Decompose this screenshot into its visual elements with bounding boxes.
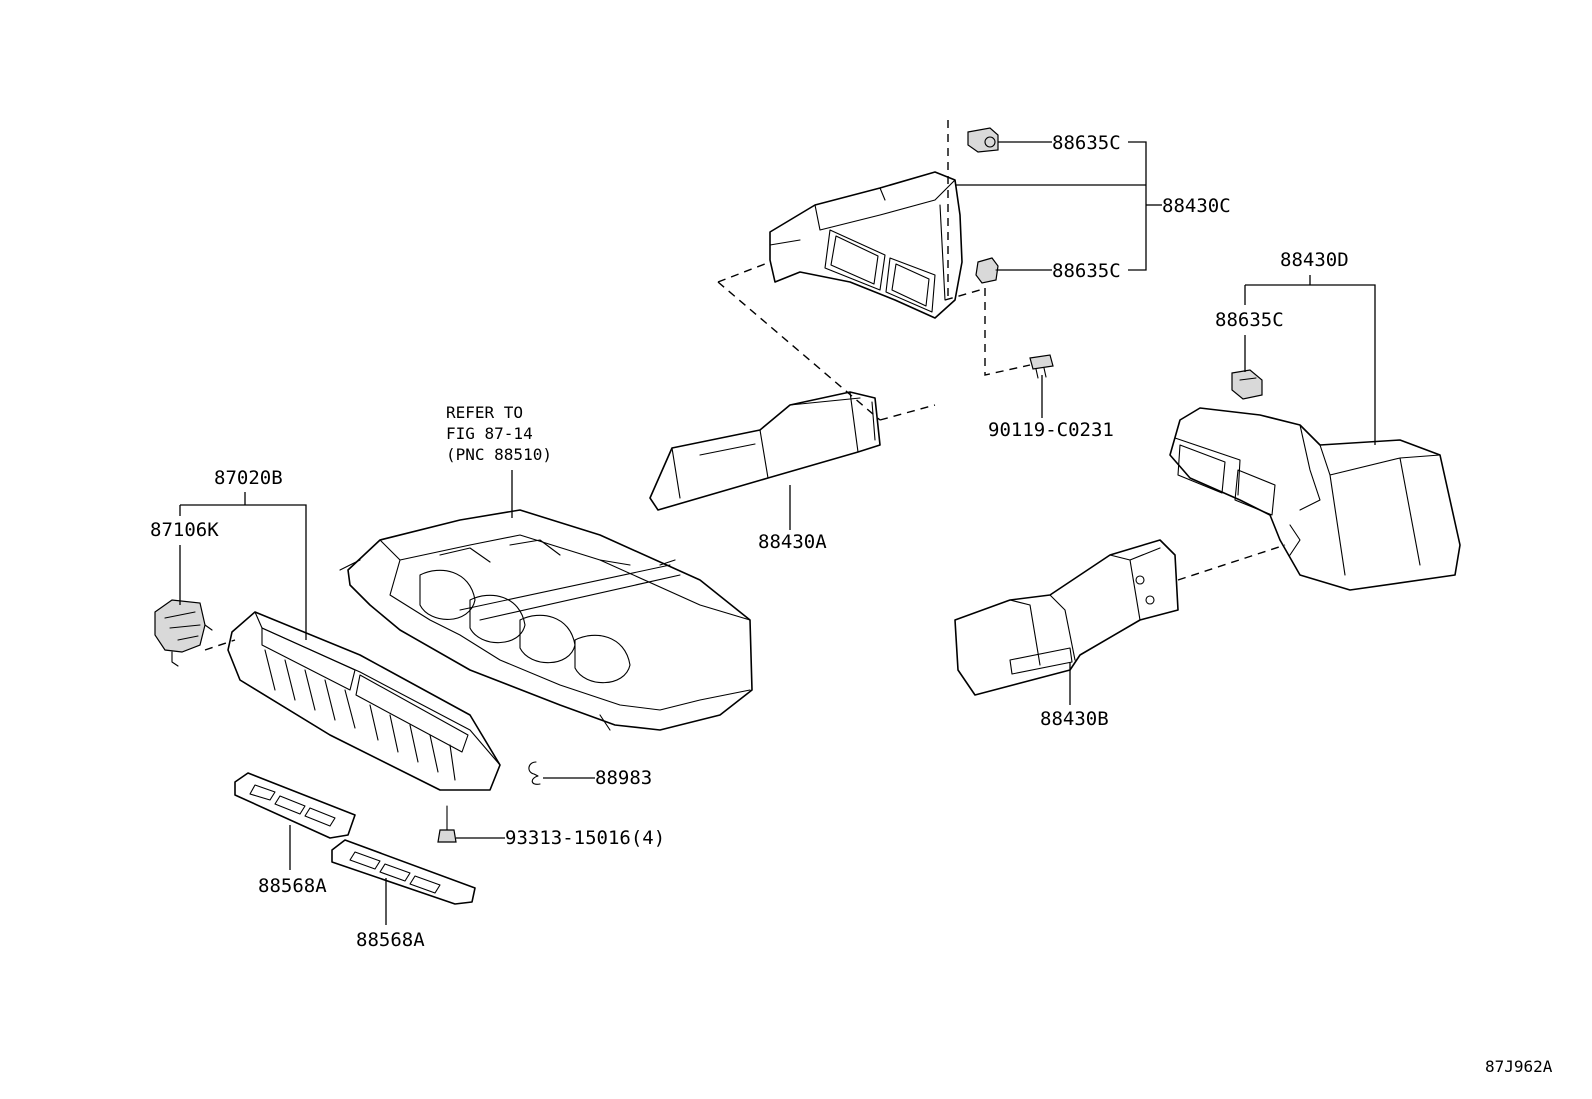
label-87106k: 87106K	[150, 519, 219, 541]
clip-88635c-right	[1231, 369, 1263, 400]
duct-88430b	[954, 539, 1179, 696]
bolt-90119	[1029, 354, 1054, 379]
label-88635c-right: 88635C	[1215, 309, 1284, 331]
filter-88568a-2	[331, 839, 476, 905]
label-88430a: 88430A	[758, 531, 827, 553]
blower-87106k	[154, 599, 213, 667]
duct-88430c	[769, 171, 963, 319]
label-93313-15016: 93313-15016(4)	[505, 827, 665, 849]
label-88430b: 88430B	[1040, 708, 1109, 730]
refer-note-line3: (PNC 88510)	[446, 445, 552, 464]
label-87020b: 87020B	[214, 467, 283, 489]
dashed-connections	[204, 120, 1286, 651]
label-88635c-mid: 88635C	[1052, 260, 1121, 282]
label-88635c-top: 88635C	[1052, 132, 1121, 154]
figure-code: 87J962A	[1485, 1057, 1553, 1076]
clip-88635c-top	[967, 127, 999, 153]
screw-93313	[437, 805, 457, 843]
clip-88983	[528, 761, 541, 785]
refer-note-line1: REFER TO	[446, 403, 523, 422]
duct-88430d	[1169, 407, 1461, 591]
callout-labels: 88635C 88430C 88635C 88430D 88635C 90119…	[150, 132, 1553, 1076]
label-88430c: 88430C	[1162, 195, 1231, 217]
label-90119-c0231: 90119-C0231	[988, 419, 1114, 441]
label-88568a-2: 88568A	[356, 929, 425, 951]
label-88430d: 88430D	[1280, 249, 1349, 271]
cover-87020b	[227, 611, 501, 791]
filter-88568a-1	[234, 772, 356, 839]
leader-lines	[179, 141, 1376, 925]
label-88983: 88983	[595, 767, 652, 789]
duct-88430a	[649, 391, 881, 511]
refer-note-line2: FIG 87-14	[446, 424, 533, 443]
battery-pack	[339, 509, 753, 731]
label-88568a-1: 88568A	[258, 875, 327, 897]
